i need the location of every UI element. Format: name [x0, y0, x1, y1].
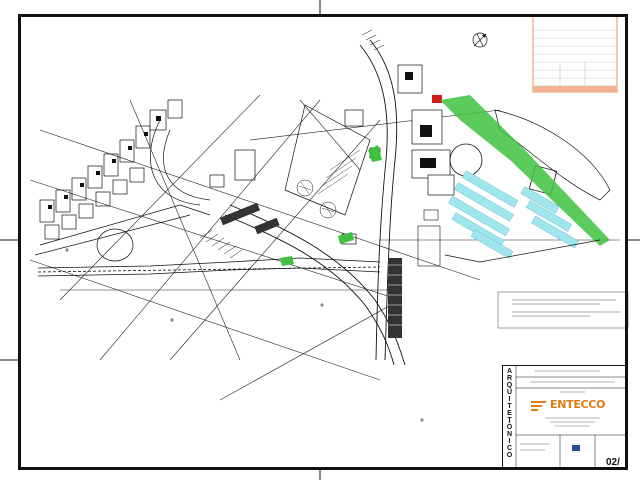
green-patch: [368, 145, 382, 162]
tree-marks: [298, 181, 335, 217]
title-block-text-lines: [520, 370, 615, 451]
parking-edge: [444, 239, 601, 263]
building-detail-fills: [405, 72, 436, 168]
company-name: ENTECCO: [550, 398, 606, 411]
stair-lines: [388, 264, 402, 326]
loop-road: [96, 228, 134, 262]
title-block-grid: [515, 365, 628, 469]
sheet-number: 02/: [606, 457, 620, 468]
cross-markers: [65, 248, 424, 422]
title-block: [502, 365, 627, 469]
entecco-logo-icon: [531, 401, 547, 411]
data-table: [532, 15, 618, 93]
green-patch: [280, 256, 294, 266]
notes-area: [497, 291, 629, 329]
upper-buildings: [397, 64, 455, 196]
compass-rose-icon: [472, 32, 488, 48]
stair-blocks: [219, 202, 402, 338]
shoreline: [494, 109, 611, 201]
red-marker: [432, 95, 442, 103]
building-fills-left: [48, 116, 161, 209]
green-area: [440, 95, 610, 246]
building-cluster-left: [34, 99, 211, 256]
small-logo-mark: [572, 445, 580, 451]
discipline-label: ARQUITETÔNICO: [506, 368, 513, 459]
sheet-border: [18, 14, 628, 470]
company-logo: ENTECCO: [530, 398, 605, 412]
tree-circle: [319, 201, 337, 219]
rail-hatch: [199, 29, 385, 259]
small-building: [423, 209, 439, 221]
green-patch: [338, 232, 354, 244]
main-road: [37, 257, 381, 277]
parking-area: [448, 170, 579, 259]
tree-circle: [296, 179, 314, 197]
access-road-curve: [224, 39, 406, 366]
central-hatch: [317, 149, 361, 195]
small-building: [417, 225, 441, 267]
